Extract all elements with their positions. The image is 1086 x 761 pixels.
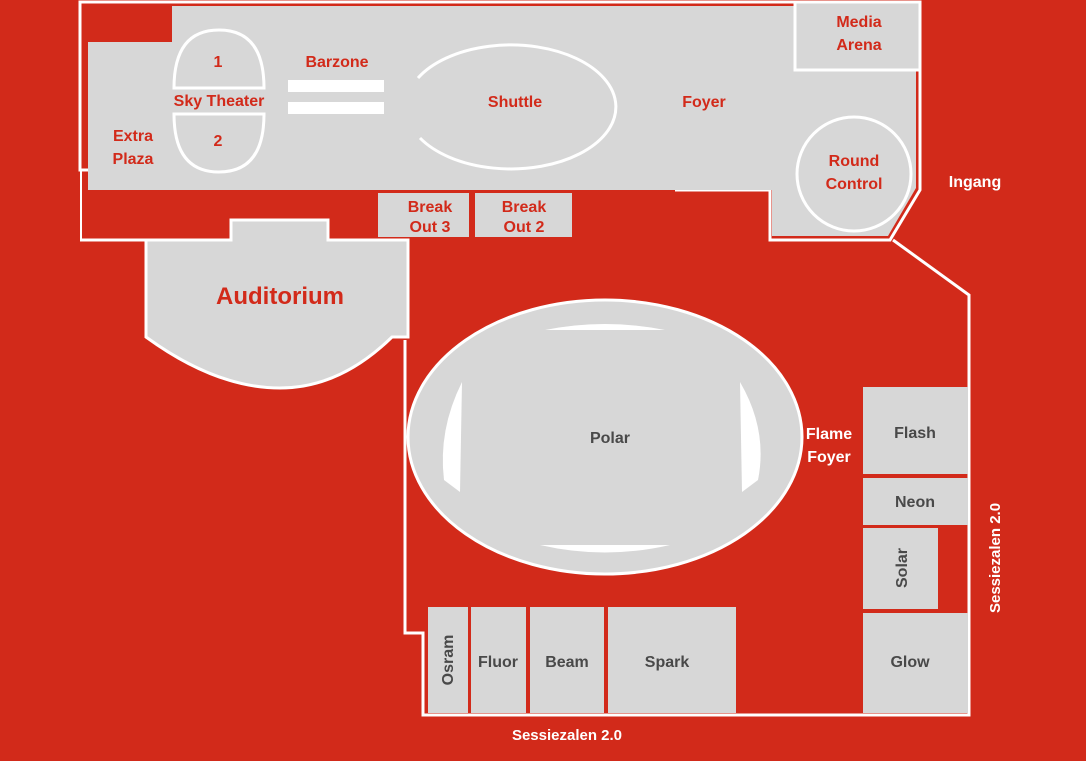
barzone-counter-top (288, 80, 384, 92)
osram-box (428, 607, 468, 713)
round-control-label-1: Round (829, 153, 880, 170)
area-flame-foyer[interactable]: Flame Foyer (806, 426, 852, 466)
osram-label: Osram (440, 635, 457, 686)
corner-notch (84, 6, 172, 42)
fluor-box (471, 607, 526, 713)
round-control-circle (795, 115, 913, 233)
media-arena-label-1: Media (836, 14, 881, 31)
area-extra-plaza[interactable]: Extra Plaza (113, 128, 154, 168)
glow-box (863, 613, 968, 713)
solar-box (863, 528, 938, 609)
sky-theater-label: Sky Theater (174, 93, 265, 110)
barzone-label: Barzone (305, 54, 368, 71)
shuttle-outline (416, 43, 618, 171)
room-round-control[interactable]: Round Control (795, 115, 913, 233)
foyer-floor-patch (88, 42, 688, 190)
lower-left-band-outline (80, 170, 82, 240)
sessiezalen-bottom-label: Sessiezalen 2.0 (512, 727, 622, 744)
flame-foyer-label-2: Foyer (807, 449, 851, 466)
media-arena-label-2: Arena (836, 37, 881, 54)
sky-theater-1-label: 1 (214, 54, 223, 71)
flash-box (863, 387, 968, 474)
auditorium-shape (144, 218, 410, 390)
spark-box (608, 607, 736, 713)
spark-label: Spark (645, 654, 690, 671)
extra-plaza-label-1: Extra (113, 128, 153, 145)
barzone-counter-bottom (288, 102, 384, 114)
sky-theater-bottom-half (172, 112, 266, 174)
break-out-2-box (475, 193, 572, 237)
sky-theater-2-label: 2 (214, 133, 223, 150)
room-polar[interactable]: Polar (406, 298, 804, 576)
beam-box (530, 607, 604, 713)
beam-label: Beam (545, 654, 589, 671)
room-sky-theater[interactable]: 1 Sky Theater 2 (172, 28, 266, 174)
break-out-3-label-1: Break (408, 199, 453, 216)
room-break-out-3[interactable]: Break Out 3 (378, 193, 469, 237)
glow-label: Glow (890, 654, 930, 671)
polar-stage-bottom (540, 545, 670, 553)
area-barzone[interactable]: Barzone (288, 54, 384, 114)
room-media-arena[interactable]: Media Arena (793, 0, 922, 72)
sky-theater-top-half (172, 28, 266, 90)
neon-label: Neon (895, 494, 935, 511)
polar-stage-right (740, 382, 761, 492)
shuttle-label: Shuttle (488, 94, 542, 111)
room-spark[interactable]: Spark (608, 607, 736, 713)
top-wing (78, 0, 922, 242)
media-arena-box (793, 0, 922, 72)
foyer-label[interactable]: Foyer (682, 94, 726, 111)
room-auditorium[interactable]: Auditorium (144, 218, 410, 390)
break-out-3-box (378, 193, 469, 237)
round-control-label-2: Control (826, 176, 883, 193)
sessiezalen-right-label: Sessiezalen 2.0 (987, 503, 1004, 613)
room-break-out-2[interactable]: Break Out 2 (475, 193, 572, 237)
auditorium-label: Auditorium (216, 283, 344, 310)
flame-foyer-label-1: Flame (806, 426, 852, 443)
polar-label: Polar (590, 430, 630, 447)
solar-label: Solar (894, 548, 911, 588)
room-neon[interactable]: Neon (863, 478, 968, 525)
neon-box (863, 478, 968, 525)
room-shuttle[interactable]: Shuttle (416, 43, 618, 171)
break-out-2-label-2: Out 2 (504, 219, 545, 236)
room-solar[interactable]: Solar (863, 528, 938, 609)
ingang-label[interactable]: Ingang (949, 174, 1001, 191)
room-fluor[interactable]: Fluor (471, 607, 526, 713)
extra-plaza-label-2: Plaza (113, 151, 154, 168)
room-flash[interactable]: Flash (863, 387, 968, 474)
break-out-3-label-2: Out 3 (410, 219, 451, 236)
polar-stage-top (545, 324, 665, 330)
main-hall-outline (403, 238, 971, 717)
room-osram[interactable]: Osram (428, 607, 468, 713)
flash-label: Flash (894, 425, 936, 442)
fluor-label: Fluor (478, 654, 518, 671)
polar-stage-left (442, 382, 462, 492)
break-out-2-label-1: Break (502, 199, 547, 216)
polar-ellipse (406, 298, 804, 576)
room-beam[interactable]: Beam (530, 607, 604, 713)
room-glow[interactable]: Glow (863, 613, 968, 713)
